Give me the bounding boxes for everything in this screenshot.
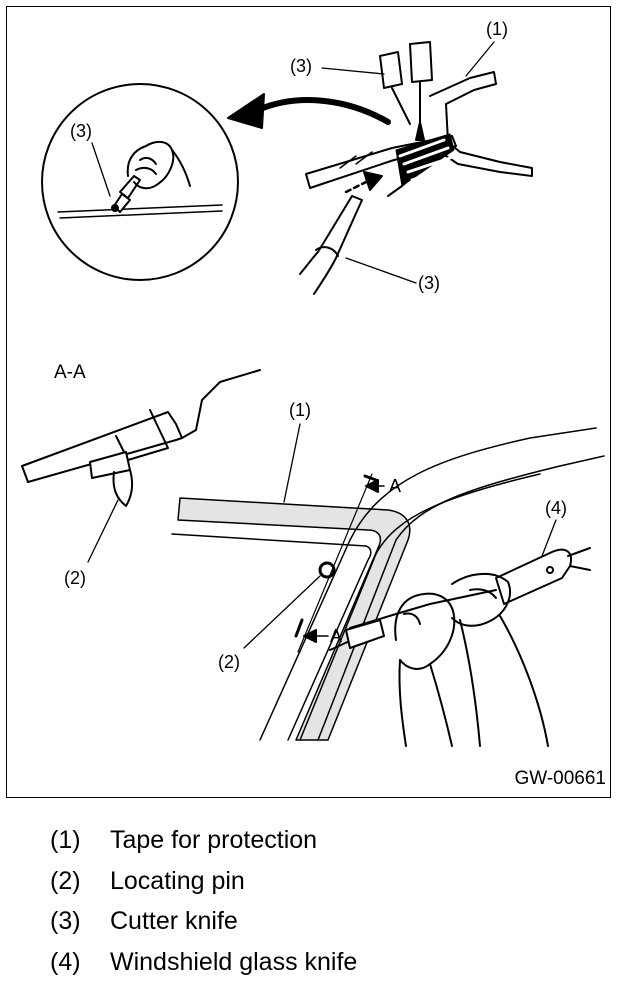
legend-label: Locating pin	[110, 867, 245, 896]
figure-code: GW-00661	[514, 768, 606, 790]
legend-number: (4)	[50, 948, 110, 977]
top-cross-section	[300, 42, 532, 294]
callout-tape-top: (1)	[486, 19, 508, 39]
callout-cutter-top: (3)	[290, 56, 312, 76]
legend-item: (4)Windshield glass knife	[50, 948, 357, 988]
callout-cutter-lower: (3)	[418, 273, 440, 293]
leader-cutter-detail	[92, 143, 110, 196]
callout-cutter-detail: (3)	[70, 121, 92, 141]
legend-label: Windshield glass knife	[110, 948, 357, 977]
legend: (1)Tape for protection (2)Locating pin (…	[50, 826, 357, 988]
legend-item: (3)Cutter knife	[50, 907, 357, 948]
legend-number: (2)	[50, 867, 110, 896]
callout-knife-main: (4)	[545, 498, 567, 518]
section-label: A-A	[54, 362, 86, 383]
legend-number: (1)	[50, 826, 110, 855]
section-marker-upper: A	[389, 476, 401, 496]
legend-item: (2)Locating pin	[50, 867, 357, 908]
detail-circle	[42, 84, 238, 280]
section-aa-view	[22, 370, 260, 506]
legend-item: (1)Tape for protection	[50, 826, 357, 867]
legend-number: (3)	[50, 907, 110, 936]
magnify-arrow	[258, 100, 388, 122]
legend-label: Cutter knife	[110, 907, 238, 936]
section-marker-lower: A	[330, 626, 342, 646]
window-corner-view	[172, 428, 604, 746]
callout-tape-main: (1)	[289, 400, 311, 420]
callout-pin-section: (2)	[64, 568, 86, 588]
callout-pin-main: (2)	[218, 652, 240, 672]
legend-label: Tape for protection	[110, 826, 317, 855]
